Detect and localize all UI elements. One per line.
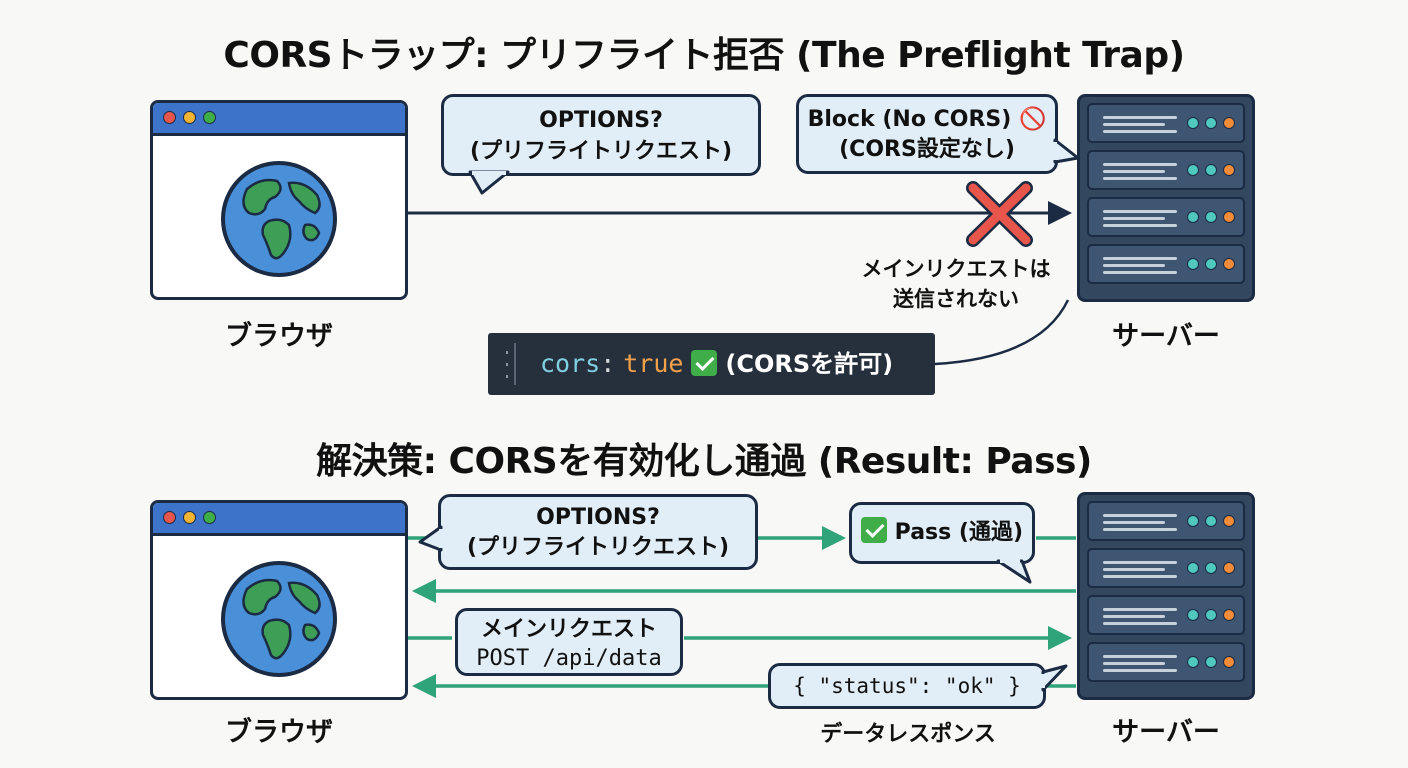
top-title: CORSトラップ: プリフライト拒否 (The Preflight Trap) xyxy=(223,35,1185,76)
minimize-dot-icon xyxy=(183,111,196,124)
preflight-text: (プリフライトリクエスト) xyxy=(469,139,733,164)
code-key: cors xyxy=(540,349,601,378)
top-server-label: サーバー xyxy=(1112,321,1220,352)
top-request-arrowhead xyxy=(1048,201,1072,225)
maximize-dot-icon xyxy=(203,111,216,124)
bottom-options-bubble: OPTIONS? (プリフライトリクエスト) xyxy=(438,494,758,570)
close-dot-icon xyxy=(163,111,176,124)
bottom-server-icon xyxy=(1077,492,1255,700)
top-browser-window xyxy=(150,100,408,300)
bottom-browser-window xyxy=(150,500,408,700)
bottom-options-arrowhead xyxy=(822,526,846,550)
bottom-title: 解決策: CORSを有効化し通過 (Result: Pass) xyxy=(316,441,1092,482)
check-icon xyxy=(860,517,887,543)
x-mark-icon xyxy=(966,181,1033,247)
pass-text: Pass (通過) xyxy=(894,520,1023,545)
data-response-label: データレスポンス xyxy=(820,722,996,747)
server-unit xyxy=(1087,548,1245,588)
block-text: Block (No CORS) 🚫 xyxy=(807,107,1047,132)
top-options-bubble: OPTIONS? (プリフライトリクエスト) xyxy=(441,94,761,176)
bottom-main-arrowhead xyxy=(1048,626,1072,650)
minimize-dot-icon xyxy=(183,511,196,524)
main-request-not-sent-note: メインリクエストは 送信されない xyxy=(842,254,1070,314)
server-unit xyxy=(1087,244,1245,284)
code-gutter xyxy=(506,345,508,383)
code-separator xyxy=(514,343,516,385)
pass-bubble: Pass (通過) xyxy=(849,502,1035,564)
preflight-text: (プリフライトリクエスト) xyxy=(466,535,730,560)
maximize-dot-icon xyxy=(203,511,216,524)
server-unit xyxy=(1087,501,1245,541)
server-unit xyxy=(1087,150,1245,190)
browser-title-bar xyxy=(153,503,405,536)
browser-title-bar xyxy=(153,103,405,136)
bottom-browser-label: ブラウザ xyxy=(225,717,333,748)
response-json-text: { "status": "ok" } xyxy=(793,674,1021,698)
cors-config-code-block: cors: true (CORSを許可) xyxy=(488,333,935,395)
bottom-server-label: サーバー xyxy=(1112,717,1220,748)
server-unit xyxy=(1087,595,1245,635)
server-unit xyxy=(1087,197,1245,237)
code-colon: : xyxy=(600,349,616,378)
top-server-icon xyxy=(1077,94,1255,302)
options-text: OPTIONS? xyxy=(536,505,660,530)
main-request-text: メインリクエスト xyxy=(480,617,657,642)
top-browser-label: ブラウザ xyxy=(225,321,333,352)
bottom-preflight-response-arrowhead xyxy=(412,579,436,603)
globe-icon xyxy=(221,161,337,277)
note-line-2: 送信されない xyxy=(893,287,1019,311)
response-bubble: { "status": "ok" } xyxy=(768,663,1046,709)
server-unit xyxy=(1087,642,1245,682)
bottom-data-arrowhead xyxy=(412,674,436,698)
code-value: true xyxy=(623,349,684,378)
no-cors-text: (CORS設定なし) xyxy=(839,137,1015,162)
code-connector xyxy=(934,299,1070,366)
check-icon xyxy=(691,350,718,376)
code-comment: (CORSを許可) xyxy=(725,350,894,378)
close-dot-icon xyxy=(163,511,176,524)
main-request-bubble: メインリクエスト POST /api/data xyxy=(455,608,683,676)
top-block-bubble: Block (No CORS) 🚫 (CORS設定なし) xyxy=(796,94,1058,174)
server-unit xyxy=(1087,103,1245,143)
globe-icon xyxy=(221,561,337,677)
note-line-1: メインリクエストは xyxy=(861,257,1051,281)
code-line: cors: true (CORSを許可) xyxy=(540,333,893,395)
options-text: OPTIONS? xyxy=(539,108,663,133)
post-endpoint-text: POST /api/data xyxy=(476,646,662,671)
